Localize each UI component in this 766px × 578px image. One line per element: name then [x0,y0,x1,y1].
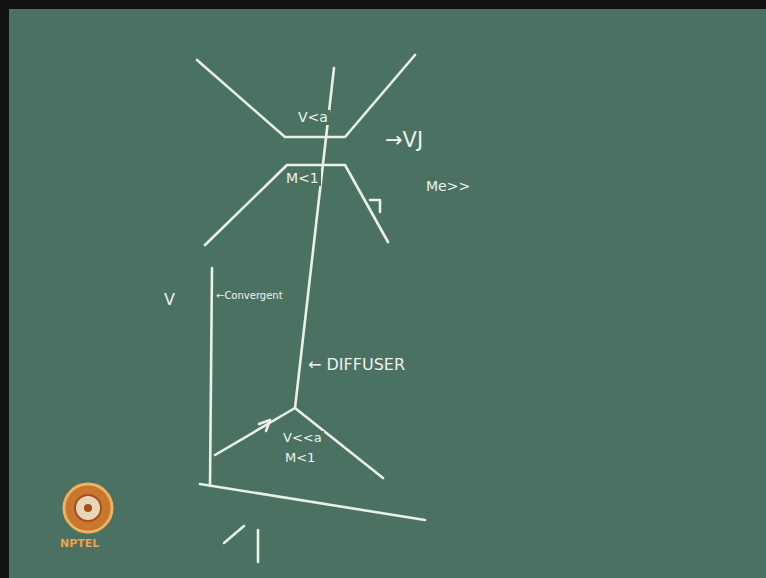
nozzle-lower-wall [205,165,388,245]
convergent-note: ←Convergent [214,290,285,301]
logo-text: NPTEL [58,538,101,550]
diffuser-note: ← DIFFUSER [306,356,407,374]
board-frame [0,0,766,9]
velocity-condition: V<a [296,110,330,125]
mach-condition: M<1 [283,451,317,465]
chalk-mark [370,200,380,212]
nozzle-upper-wall [197,55,415,137]
axis-label: V [162,291,177,309]
board-frame [0,0,9,578]
nptel-logo [64,484,112,532]
x-axis [200,484,425,520]
chalk-mark [224,526,244,543]
velocity-condition: V<<a [281,431,324,445]
jet-velocity: →VJ [383,129,425,152]
exit-mach: Me>> [424,179,472,194]
velocity-curve [215,408,383,478]
chalk-mark [257,530,260,562]
mach-condition: M<1 [284,171,321,186]
curve-arrow [259,420,270,431]
y-axis [210,268,212,486]
